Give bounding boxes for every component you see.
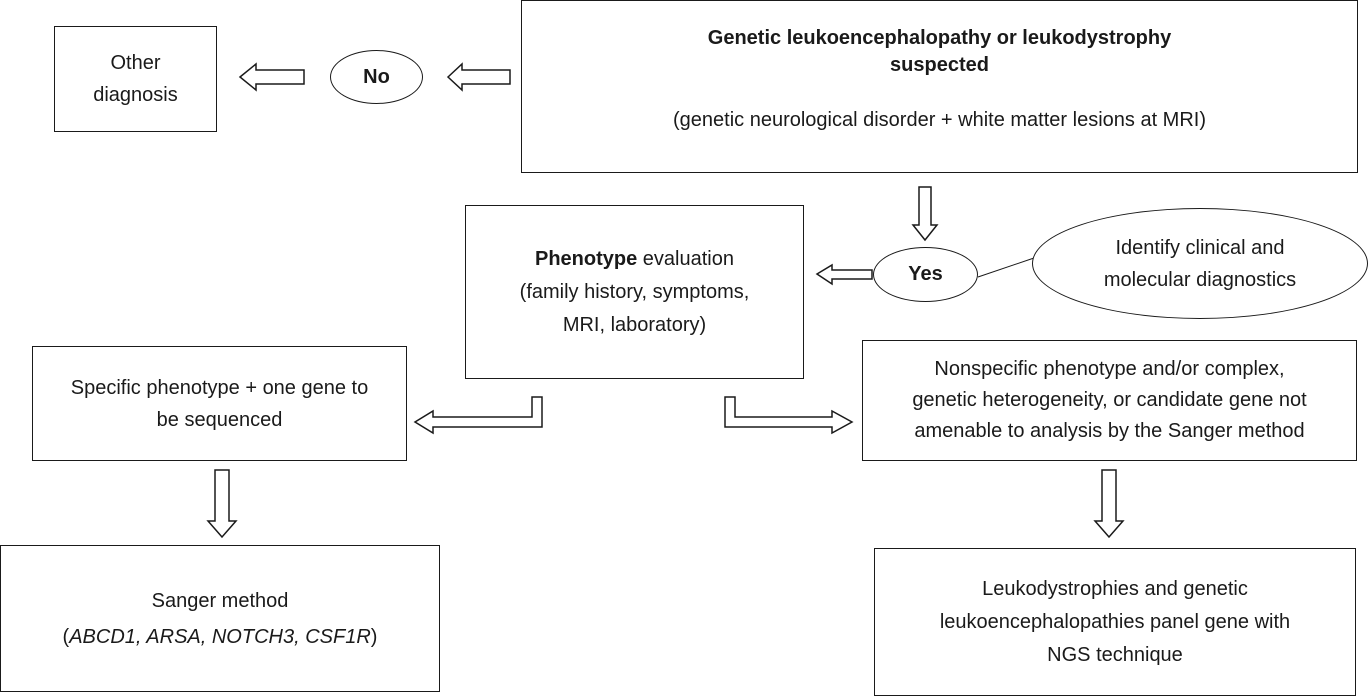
other-diagnosis-line2: diagnosis xyxy=(93,84,178,106)
arrow-specific-to-sanger xyxy=(206,469,238,539)
arrow-top-to-yes xyxy=(911,186,939,242)
phenotype-box: Phenotype evaluation (family history, sy… xyxy=(465,205,804,379)
nonspecific-line3: amenable to analysis by the Sanger metho… xyxy=(914,420,1305,442)
identify-line2: molecular diagnostics xyxy=(1103,268,1297,291)
specific-phenotype-box: Specific phenotype + one gene to be sequ… xyxy=(32,346,407,461)
sanger-line1: Sanger method xyxy=(151,589,289,612)
ngs-line3: NGS technique xyxy=(1047,643,1183,666)
arrow-phenotype-to-nonspecific xyxy=(724,396,854,435)
yes-label: Yes xyxy=(908,263,943,285)
sanger-method-box: Sanger method (ABCD1, ARSA, NOTCH3, CSF1… xyxy=(0,545,440,692)
ngs-line1: Leukodystrophies and genetic xyxy=(982,577,1248,600)
phenotype-rest: evaluation xyxy=(637,247,734,270)
no-label: No xyxy=(363,65,390,88)
sanger-open-paren: ( xyxy=(62,625,70,648)
phenotype-line1: Phenotype evaluation xyxy=(535,243,734,276)
suspected-box: Genetic leukoencephalopathy or leukodyst… xyxy=(521,0,1358,173)
arrow-nonspecific-to-ngs xyxy=(1093,469,1125,539)
ngs-line2: leukoencephalopathies panel gene with xyxy=(939,610,1291,633)
specific-line2: be sequenced xyxy=(156,408,283,431)
arrow-top-to-no xyxy=(446,62,511,92)
phenotype-line3: MRI, laboratory) xyxy=(562,313,707,336)
nonspecific-line2: genetic heterogeneity, or candidate gene… xyxy=(912,389,1307,411)
arrow-phenotype-to-specific xyxy=(413,396,543,435)
identify-line1: Identify clinical and xyxy=(1115,236,1285,259)
suspected-subtitle: (genetic neurological disorder + white m… xyxy=(672,109,1207,131)
phenotype-bold: Phenotype xyxy=(535,247,638,270)
arrow-yes-to-phenotype xyxy=(815,263,873,286)
suspected-title-line1: Genetic leukoencephalopathy or leukodyst… xyxy=(707,27,1172,49)
link-yes-identify xyxy=(977,257,1035,278)
other-diagnosis-box: Other diagnosis xyxy=(54,26,217,132)
arrow-no-to-other xyxy=(238,62,305,92)
sanger-line2: (ABCD1, ARSA, NOTCH3, CSF1R) xyxy=(63,619,378,655)
identify-oval: Identify clinical and molecular diagnost… xyxy=(1032,208,1368,319)
no-oval: No xyxy=(330,50,423,104)
suspected-title-line2: suspected xyxy=(890,54,989,76)
yes-oval: Yes xyxy=(873,247,978,302)
ngs-panel-box: Leukodystrophies and genetic leukoenceph… xyxy=(874,548,1356,696)
nonspecific-phenotype-box: Nonspecific phenotype and/or complex, ge… xyxy=(862,340,1357,461)
nonspecific-line1: Nonspecific phenotype and/or complex, xyxy=(934,358,1285,380)
specific-line1: Specific phenotype + one gene to xyxy=(70,376,369,399)
phenotype-line2: (family history, symptoms, xyxy=(519,280,750,303)
sanger-close-paren: ) xyxy=(370,625,378,648)
sanger-genes: ABCD1, ARSA, NOTCH3, CSF1R xyxy=(69,625,371,648)
other-diagnosis-line1: Other xyxy=(110,52,161,74)
